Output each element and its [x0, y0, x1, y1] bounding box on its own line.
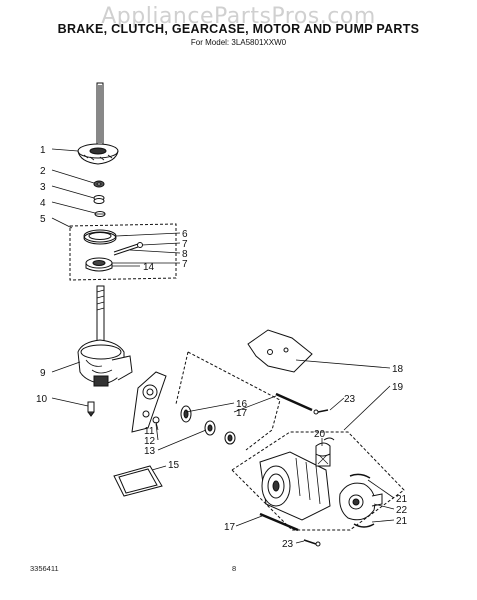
- gearcase-part: [77, 339, 133, 387]
- callout-22: 22: [396, 505, 408, 516]
- callout-23b: 23: [282, 539, 294, 550]
- callout-5: 5: [40, 214, 46, 225]
- callout-23a: 23: [344, 394, 356, 405]
- pin-part: [113, 242, 143, 256]
- clutch-hub-part: [85, 257, 113, 272]
- callout-8: 8: [182, 249, 188, 260]
- callout-18: 18: [392, 364, 404, 375]
- callout-21b: 21: [396, 516, 408, 527]
- callout-7b: 7: [182, 259, 188, 270]
- motor-plate-part: [247, 329, 313, 373]
- callout-1: 1: [40, 145, 46, 156]
- callout-labels: 1 2 3 4 5 6 7 8 7 14 9 10 11 12 13 15 16…: [36, 145, 408, 550]
- callout-3: 3: [40, 182, 46, 193]
- callout-12: 12: [144, 436, 156, 447]
- motor-assembly-box: [231, 431, 405, 531]
- leader-lines: [51, 148, 395, 544]
- motor-clip-part: [315, 437, 335, 457]
- callout-2: 2: [40, 166, 46, 177]
- callout-14: 14: [143, 262, 155, 273]
- callout-17a: 17: [236, 408, 248, 419]
- gasket-part: [113, 465, 163, 497]
- spring-washer-part: [94, 211, 106, 217]
- callout-10: 10: [36, 394, 48, 405]
- footer-part-number: 3356411: [30, 564, 59, 573]
- callout-13: 13: [144, 446, 156, 457]
- model-subtitle: For Model: 3LA5801XXW0: [190, 38, 287, 47]
- motor-part: [259, 451, 331, 521]
- callout-15: 15: [168, 460, 180, 471]
- callout-4: 4: [40, 198, 46, 209]
- callout-6: 6: [182, 229, 188, 240]
- footer-page-number: 8: [232, 564, 237, 573]
- callout-11: 11: [144, 426, 155, 437]
- lower-screw-part: [303, 539, 321, 547]
- screw-part: [313, 409, 329, 415]
- brake-housing-part: [77, 143, 119, 165]
- mounting-plate-part: [131, 371, 167, 433]
- clutch-ring-part: [83, 229, 117, 245]
- pump-part: [339, 482, 383, 521]
- brake-assembly-box: [69, 223, 177, 281]
- page-title: BRAKE, CLUTCH, GEARCASE, MOTOR AND PUMP …: [57, 22, 420, 36]
- callout-19: 19: [392, 382, 404, 393]
- watermark-text: AppliancePartsPros.com: [101, 4, 376, 29]
- pivot-rod-part: [275, 392, 313, 412]
- callout-9: 9: [40, 368, 46, 379]
- spacer-part: [93, 195, 105, 204]
- lower-rod-part: [259, 512, 299, 532]
- bearing-seals-part: [152, 405, 236, 445]
- callout-16: 16: [236, 399, 248, 410]
- callout-20: 20: [314, 429, 326, 440]
- washer-part: [93, 180, 105, 188]
- callout-17b: 17: [224, 522, 236, 533]
- callout-21a: 21: [396, 494, 408, 505]
- main-shaft: [96, 285, 105, 347]
- callout-7a: 7: [182, 239, 188, 250]
- gearcase-mount-bracket: [175, 351, 281, 451]
- top-shaft: [96, 82, 104, 146]
- pump-clamp-part: [349, 473, 375, 528]
- drain-plug-part: [87, 401, 95, 417]
